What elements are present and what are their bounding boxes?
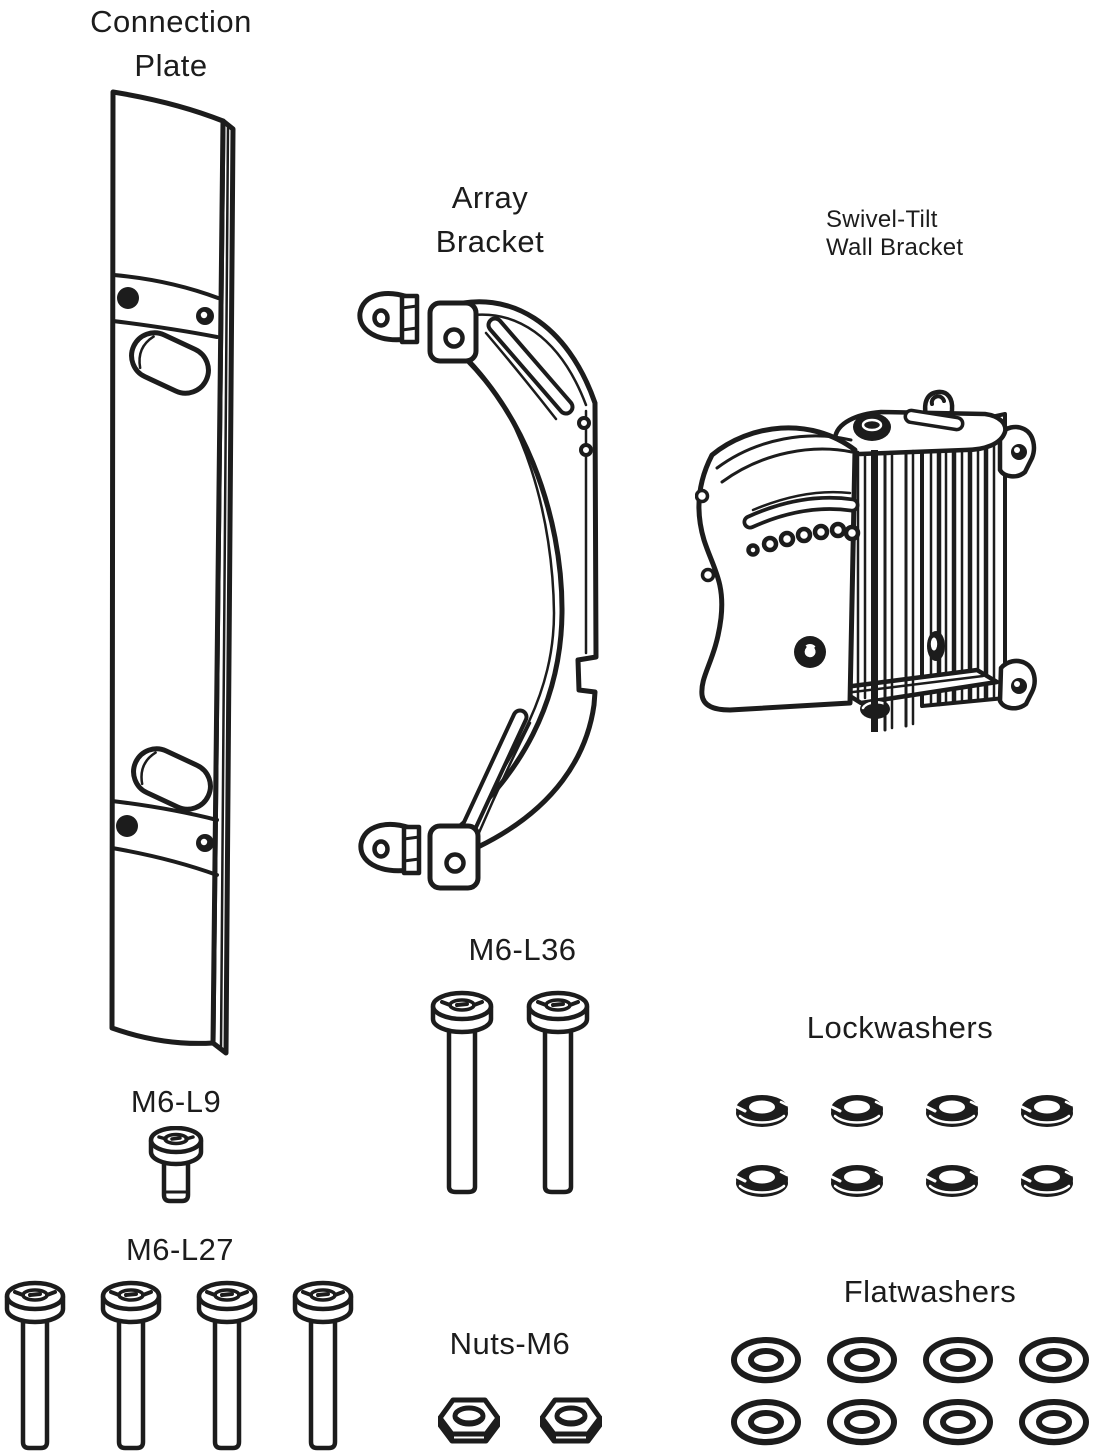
lockwashers-label: Lockwashers [806, 1010, 994, 1045]
flatwasher [923, 1399, 993, 1446]
lockwasher [830, 1095, 884, 1127]
flatwashers-items [730, 1336, 1090, 1450]
screw-m6-l36 [430, 990, 494, 1195]
m6-l9-screw [148, 1126, 204, 1204]
flatwasher [1019, 1399, 1089, 1446]
m6-l36-label: M6-L36 [468, 932, 577, 967]
lockwasher [1020, 1095, 1074, 1127]
flatwasher [1019, 1337, 1089, 1384]
wall-bracket-drawing [695, 389, 1037, 732]
wall-bracket-label-line2: Wall Bracket [826, 234, 964, 261]
connection-plate-label-line2: Plate [134, 48, 208, 83]
m6-l36-screws [430, 990, 590, 1196]
screw-m6-l27 [4, 1280, 66, 1451]
connection-plate-label-line1: Connection [90, 4, 252, 39]
array-bracket-label-line2: Bracket [435, 224, 545, 259]
connection-plate-drawing [109, 89, 236, 1056]
screw-m6-l36 [526, 990, 590, 1195]
lockwasher [735, 1095, 789, 1127]
wall-bracket-label: Swivel-Tilt Wall Bracket [826, 206, 1056, 262]
flatwasher [827, 1337, 897, 1384]
screw-m6-l27 [196, 1280, 258, 1451]
nut-m6 [540, 1397, 602, 1444]
screw-m6-l27 [292, 1280, 354, 1451]
lockwasher [830, 1165, 884, 1197]
wall-bracket-label-line1: Swivel-Tilt [826, 206, 938, 233]
nuts-m6-items [438, 1392, 602, 1446]
m6-l27-screws [4, 1280, 354, 1452]
array-bracket-label-line1: Array [451, 180, 529, 215]
lockwasher [1020, 1165, 1074, 1197]
screw-m6-l9 [148, 1126, 204, 1204]
connection-plate-label: Connection Plate [60, 0, 282, 88]
lockwasher [925, 1165, 979, 1197]
lockwasher [925, 1095, 979, 1127]
flatwasher [923, 1337, 993, 1384]
nuts-m6-label: Nuts-M6 [449, 1326, 571, 1361]
screw-m6-l27 [100, 1280, 162, 1451]
array-bracket-drawing [357, 291, 599, 891]
m6-l27-label: M6-L27 [125, 1232, 235, 1267]
flatwashers-label: Flatwashers [843, 1274, 1017, 1309]
m6-l9-label: M6-L9 [130, 1084, 222, 1119]
nut-m6 [438, 1397, 500, 1444]
array-bracket-label: Array Bracket [385, 176, 595, 264]
flatwasher [731, 1399, 801, 1446]
flatwasher [827, 1399, 897, 1446]
lockwashers-items [733, 1092, 1076, 1200]
flatwasher [731, 1337, 801, 1384]
lockwasher [735, 1165, 789, 1197]
